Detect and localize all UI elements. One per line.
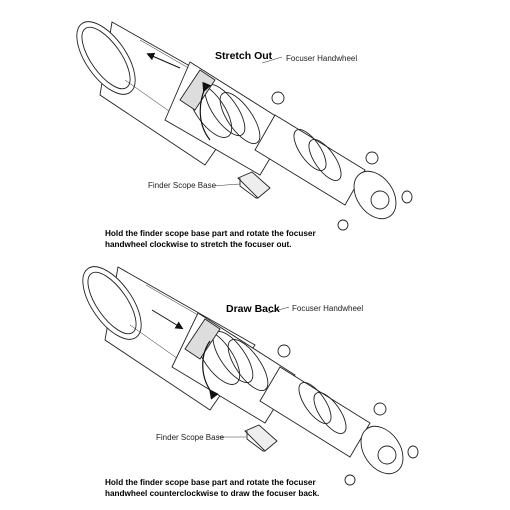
action-label: Stretch Out — [215, 50, 273, 62]
telescope-illustration-stretch — [76, 21, 413, 231]
telescope-illustration-draw-back — [82, 266, 419, 486]
handwheel-label: Focuser Handwheel — [286, 54, 358, 63]
panel-draw-back: Draw Back Focuser Handwheel Finder Scope… — [0, 255, 510, 510]
finder-base-label: Finder Scope Base — [148, 181, 217, 190]
caption-line: Hold the finder scope base part and rota… — [105, 478, 316, 487]
caption: Hold the finder scope base part and rota… — [105, 228, 316, 250]
caption-line: Hold the finder scope base part and rota… — [105, 229, 316, 238]
caption: Hold the finder scope base part and rota… — [105, 477, 319, 499]
panel-stretch-out: Stretch Out Focuser Handwheel Finder Sco… — [76, 21, 413, 250]
action-label: Draw Back — [226, 303, 280, 315]
caption-line: handwheel counterclockwise to draw the f… — [105, 489, 320, 498]
caption-line: handwheel clockwise to stretch the focus… — [105, 240, 292, 249]
finder-base-label: Finder Scope Base — [156, 433, 225, 442]
handwheel-label: Focuser Handwheel — [292, 304, 364, 313]
